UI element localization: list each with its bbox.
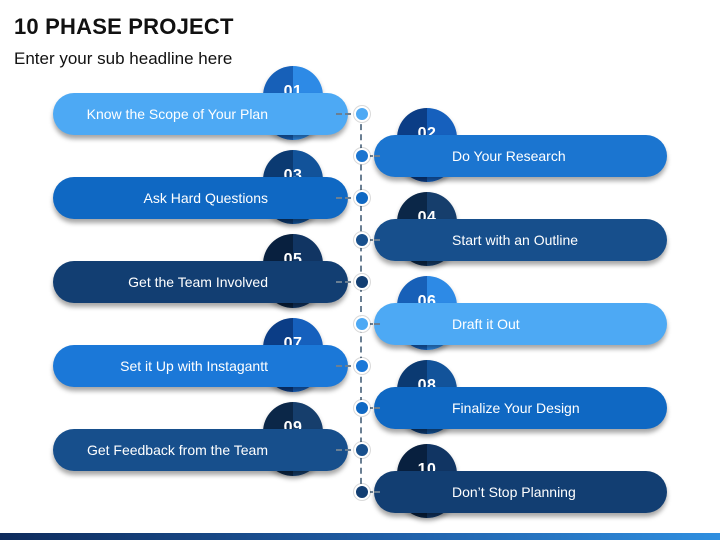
- timeline-dot: [354, 190, 370, 206]
- connector-stub: [336, 365, 360, 367]
- timeline-dot: [354, 274, 370, 290]
- connector-stub: [336, 449, 360, 451]
- page-subtitle: Enter your sub headline here: [14, 49, 233, 68]
- timeline-dot: [354, 148, 370, 164]
- connector-stub: [360, 407, 380, 409]
- phase-label: Set it Up with Instagantt: [120, 358, 268, 374]
- connector-stub: [360, 239, 380, 241]
- phase-label: Get the Team Involved: [128, 274, 268, 290]
- timeline-connector: [360, 114, 362, 494]
- phase-label: Know the Scope of Your Plan: [86, 106, 268, 122]
- phase-label-pill: Do Your Research: [374, 135, 667, 177]
- connector-stub: [360, 491, 380, 493]
- timeline-dot: [354, 484, 370, 500]
- phase-label-pill: Ask Hard Questions: [53, 177, 348, 219]
- phase-label: Ask Hard Questions: [143, 190, 269, 206]
- timeline-dot: [354, 232, 370, 248]
- phase-label-pill: Get the Team Involved: [53, 261, 348, 303]
- phase-label-pill: Set it Up with Instagantt: [53, 345, 348, 387]
- connector-stub: [336, 281, 360, 283]
- timeline-dot: [354, 400, 370, 416]
- phase-label-pill: Get Feedback from the Team: [53, 429, 348, 471]
- phase-label: Do Your Research: [452, 148, 566, 164]
- phase-label: Draft it Out: [452, 316, 520, 332]
- phase-label-pill: Finalize Your Design: [374, 387, 667, 429]
- connector-stub: [336, 197, 360, 199]
- connector-stub: [360, 155, 380, 157]
- phase-label-pill: Don’t Stop Planning: [374, 471, 667, 513]
- connector-stub: [336, 113, 360, 115]
- phase-label: Don’t Stop Planning: [452, 484, 576, 500]
- phase-label-pill: Start with an Outline: [374, 219, 667, 261]
- phase-label: Finalize Your Design: [452, 400, 580, 416]
- phase-label-pill: Know the Scope of Your Plan: [53, 93, 348, 135]
- page-title: 10 PHASE PROJECT: [14, 14, 234, 39]
- connector-stub: [360, 323, 380, 325]
- timeline-dot: [354, 316, 370, 332]
- phase-label: Start with an Outline: [452, 232, 579, 248]
- phase-label-pill: Draft it Out: [374, 303, 667, 345]
- footer-bar: [0, 533, 720, 540]
- timeline-dot: [354, 442, 370, 458]
- phase-label: Get Feedback from the Team: [86, 442, 268, 458]
- timeline-dot: [354, 106, 370, 122]
- timeline-dot: [354, 358, 370, 374]
